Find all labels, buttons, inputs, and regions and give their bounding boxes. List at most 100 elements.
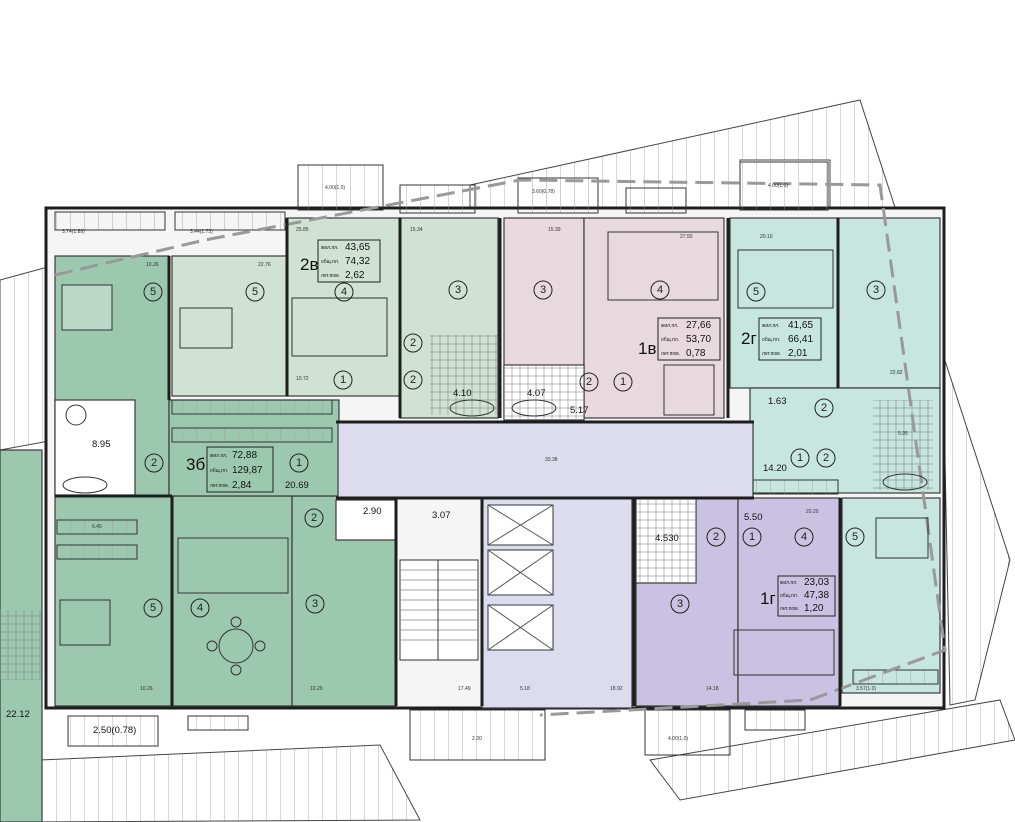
svg-text:5: 5 <box>150 286 156 298</box>
svg-text:3: 3 <box>455 284 461 296</box>
svg-text:3.60(0.78): 3.60(0.78) <box>532 189 555 195</box>
svg-text:жил.пл.: жил.пл. <box>321 245 338 251</box>
svg-text:общ.пл.: общ.пл. <box>762 337 780 343</box>
svg-text:2,01: 2,01 <box>788 348 808 359</box>
svg-text:1,20: 1,20 <box>804 603 824 614</box>
svg-text:20.69: 20.69 <box>285 480 309 491</box>
svg-text:лет.пом.: лет.пом. <box>661 351 680 357</box>
svg-text:жил.пл.: жил.пл. <box>661 323 678 329</box>
svg-text:2.30: 2.30 <box>472 736 482 742</box>
svg-text:66,41: 66,41 <box>788 334 813 345</box>
svg-text:22.12: 22.12 <box>6 709 30 720</box>
svg-text:2.90: 2.90 <box>363 506 382 517</box>
area-labels: 8.95 20.69 2.90 3.07 4.10 4.07 5.17 1.63… <box>6 388 787 736</box>
svg-text:жил.пл.: жил.пл. <box>210 453 227 459</box>
svg-text:общ.пл.: общ.пл. <box>780 593 798 599</box>
svg-text:5: 5 <box>252 286 258 298</box>
svg-text:4.00(1.0): 4.00(1.0) <box>768 183 788 189</box>
svg-text:общ.пл.: общ.пл. <box>210 468 228 474</box>
svg-text:4.00(1.0): 4.00(1.0) <box>325 185 345 191</box>
svg-text:4: 4 <box>657 284 663 296</box>
svg-text:5: 5 <box>150 602 156 614</box>
elevator-shafts <box>487 504 554 651</box>
svg-text:лет.пом.: лет.пом. <box>762 351 781 357</box>
svg-text:129,87: 129,87 <box>232 465 263 476</box>
svg-text:5.18: 5.18 <box>520 686 530 692</box>
svg-text:2в: 2в <box>300 255 319 274</box>
svg-text:4.00(1.0): 4.00(1.0) <box>668 736 688 742</box>
svg-text:27.50: 27.50 <box>680 234 693 240</box>
apt-box-2v: 2в жил.пл. 43,65 общ.пл. 74,32 лет.пом. … <box>300 239 381 283</box>
svg-text:14.20: 14.20 <box>763 463 787 474</box>
svg-text:5.17: 5.17 <box>570 405 589 416</box>
svg-text:41,65: 41,65 <box>788 320 813 331</box>
svg-text:10.29: 10.29 <box>310 686 323 692</box>
staircase <box>399 559 479 661</box>
svg-text:2: 2 <box>821 402 827 414</box>
svg-text:33.38: 33.38 <box>545 457 558 463</box>
svg-text:23,03: 23,03 <box>804 577 829 588</box>
svg-text:15.34: 15.34 <box>410 227 423 233</box>
svg-text:22.82: 22.82 <box>890 370 903 376</box>
svg-text:1: 1 <box>340 374 346 386</box>
svg-text:3б: 3б <box>186 455 205 474</box>
svg-text:3.07: 3.07 <box>432 510 451 521</box>
svg-text:8.95: 8.95 <box>92 439 111 450</box>
svg-text:3.57(1.0): 3.57(1.0) <box>856 686 876 692</box>
svg-text:5.50: 5.50 <box>744 512 763 523</box>
svg-text:27,66: 27,66 <box>686 320 711 331</box>
svg-text:общ.пл.: общ.пл. <box>661 337 679 343</box>
terrace-hatch-left <box>0 264 421 822</box>
svg-text:2: 2 <box>713 531 719 543</box>
svg-text:53,70: 53,70 <box>686 334 711 345</box>
svg-text:20.10: 20.10 <box>760 234 773 240</box>
svg-text:4.10: 4.10 <box>453 388 472 399</box>
svg-text:2: 2 <box>410 374 416 386</box>
apt-box-2g: 2г жил.пл. 41,65 общ.пл. 66,41 лет.пом. … <box>741 317 822 361</box>
svg-text:43,65: 43,65 <box>345 242 370 253</box>
svg-text:лет.пом.: лет.пом. <box>210 483 229 489</box>
svg-text:2: 2 <box>823 452 829 464</box>
svg-text:5: 5 <box>852 531 858 543</box>
tile-left-edge <box>0 610 42 680</box>
svg-text:1.63: 1.63 <box>768 396 787 407</box>
svg-text:0,78: 0,78 <box>686 348 706 359</box>
svg-text:2: 2 <box>586 376 592 388</box>
interior-walls <box>55 218 842 706</box>
svg-text:74,32: 74,32 <box>345 256 370 267</box>
svg-text:72,88: 72,88 <box>232 450 257 461</box>
small-labels: 3.74(1.89) 3.44(1.73) 4.00(1.0) 3.60(0.7… <box>62 183 908 742</box>
svg-text:5.95: 5.95 <box>898 431 908 437</box>
svg-text:3.74(1.89): 3.74(1.89) <box>62 229 85 235</box>
balconies <box>54 161 939 761</box>
furniture <box>59 231 929 676</box>
apartment-3b <box>54 255 397 707</box>
svg-text:4: 4 <box>801 531 807 543</box>
svg-text:6.45: 6.45 <box>92 524 102 530</box>
apartment-1g <box>635 497 841 707</box>
svg-text:2: 2 <box>410 337 416 349</box>
svg-text:25.85: 25.85 <box>296 227 309 233</box>
svg-text:3: 3 <box>540 284 546 296</box>
svg-text:10.72: 10.72 <box>296 376 309 382</box>
svg-text:15.39: 15.39 <box>548 227 561 233</box>
svg-text:2: 2 <box>151 457 157 469</box>
svg-text:5: 5 <box>753 286 759 298</box>
svg-text:лет.пом.: лет.пом. <box>321 273 340 279</box>
svg-text:1: 1 <box>620 376 626 388</box>
svg-text:2г: 2г <box>741 329 757 348</box>
svg-text:20.20: 20.20 <box>806 509 819 515</box>
svg-text:4.530: 4.530 <box>655 533 679 544</box>
svg-text:1: 1 <box>296 457 302 469</box>
svg-text:3: 3 <box>677 598 683 610</box>
svg-text:жил.пл.: жил.пл. <box>762 323 779 329</box>
svg-text:лет.пом.: лет.пом. <box>780 606 799 612</box>
svg-text:общ.пл.: общ.пл. <box>321 259 339 265</box>
svg-text:47,38: 47,38 <box>804 590 829 601</box>
room-numbers: 5 5 4 3 3 4 5 3 2 1 2 2 1 2 1 2 1 2 2 1 … <box>143 280 886 618</box>
svg-text:17.49: 17.49 <box>458 686 471 692</box>
apt-box-1v: 1в жил.пл. 27,66 общ.пл. 53,70 лет.пом. … <box>638 317 721 361</box>
apartment-2v <box>171 217 499 419</box>
svg-text:1в: 1в <box>638 339 657 358</box>
svg-text:3.44(1.73): 3.44(1.73) <box>190 229 213 235</box>
